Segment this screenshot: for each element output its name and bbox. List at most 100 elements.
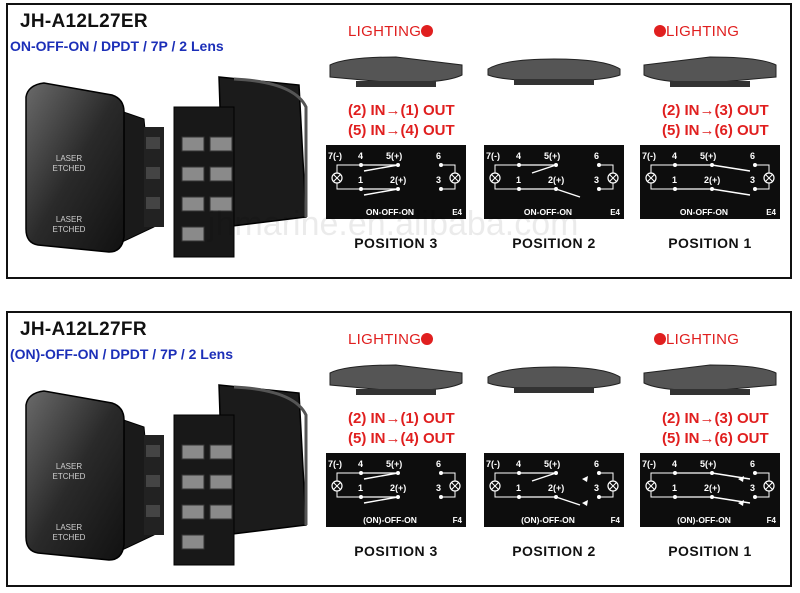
switch-mode-label: (ON)-OFF-ON <box>521 515 575 525</box>
rocker-profile-right <box>643 364 777 395</box>
terminal-label: 4 <box>358 459 363 469</box>
model-code-label: F4 <box>611 516 621 525</box>
rocker-profile-center <box>487 366 621 393</box>
momentary-arrow-icon <box>582 476 588 482</box>
red-dot-icon <box>421 25 434 37</box>
terminal-label: 1 <box>516 483 521 493</box>
terminal-label: 4 <box>358 151 363 161</box>
model-number: JH-A12L27ER <box>20 11 148 32</box>
terminal-label: 4 <box>672 459 677 469</box>
io-mapping-right: (2) IN→(3) OUT(5) IN→(6) OUT <box>662 410 769 447</box>
io-mapping-left: (2) IN→(1) OUT(5) IN→(4) OUT <box>348 410 455 447</box>
terminal-label: 2(+) <box>390 483 406 493</box>
position-label: POSITION 3 <box>354 235 438 251</box>
terminal-label: 6 <box>750 151 755 161</box>
terminal-label: 1 <box>358 483 363 493</box>
model-code-label: F4 <box>767 516 777 525</box>
lighting-label-right: LIGHTING <box>654 331 739 348</box>
terminal-label: 6 <box>436 459 441 469</box>
red-dot-icon <box>654 333 666 345</box>
terminal-label: 2(+) <box>390 175 406 185</box>
lighting-label-left: LIGHTING <box>348 331 434 348</box>
lighting-label-left: LIGHTING <box>348 23 434 40</box>
terminal-label: 3 <box>594 175 599 185</box>
io-mapping-left: (2) IN→(1) OUT(5) IN→(4) OUT <box>348 102 455 139</box>
switch-mode-label: ON-OFF-ON <box>524 207 572 217</box>
switch-mode-label: ON-OFF-ON <box>366 207 414 217</box>
terminal-label: 5(+) <box>386 151 402 161</box>
model-code-label: E4 <box>766 208 776 217</box>
terminal-label: 1 <box>516 175 521 185</box>
terminal-label: 2(+) <box>548 175 564 185</box>
momentary-arrow-icon <box>738 500 744 506</box>
terminal-label: 7(-) <box>642 459 656 469</box>
svg-text:LASER: LASER <box>56 154 82 163</box>
wiring-diagram: 7(-) 4 5(+) 6 1 2(+) 3 (ON)-OFF-ON F4 <box>326 453 466 527</box>
terminal-label: 3 <box>436 175 441 185</box>
terminal-label: 6 <box>436 151 441 161</box>
terminal-label: 3 <box>594 483 599 493</box>
terminal-label: 4 <box>516 151 521 161</box>
position-label: POSITION 3 <box>354 543 438 559</box>
terminal-label: 1 <box>358 175 363 185</box>
terminal-label: 5(+) <box>544 459 560 469</box>
svg-text:LASER: LASER <box>56 462 82 471</box>
terminal-label: 7(-) <box>328 151 342 161</box>
terminal-label: 6 <box>594 151 599 161</box>
position-label: POSITION 2 <box>512 235 596 251</box>
model-code-label: E4 <box>610 208 620 217</box>
terminal-label: 3 <box>436 483 441 493</box>
position-label: POSITION 2 <box>512 543 596 559</box>
terminal-label: 2(+) <box>704 483 720 493</box>
model-number: JH-A12L27FR <box>20 319 147 340</box>
rocker-switch-photo: LASER ETCHED LASER ETCHED <box>25 384 308 566</box>
switch-spec: (ON)-OFF-ON / DPDT / 7P / 2 Lens <box>10 346 233 362</box>
rocker-profile-left <box>329 56 463 87</box>
svg-text:LASER: LASER <box>56 215 82 224</box>
terminal-label: 1 <box>672 175 677 185</box>
svg-text:LASER: LASER <box>56 523 82 532</box>
product-panel-er: JH-A12L27ER ON-OFF-ON / DPDT / 7P / 2 Le… <box>6 3 792 279</box>
terminal-label: 7(-) <box>486 459 500 469</box>
wiring-diagram: 7(-) 4 5(+) 6 1 2(+) 3ON-OFF-ON E4 <box>484 145 624 219</box>
product-panel-fr: JH-A12L27FR (ON)-OFF-ON / DPDT / 7P / 2 … <box>6 311 792 587</box>
switch-spec: ON-OFF-ON / DPDT / 7P / 2 Lens <box>10 38 224 54</box>
momentary-arrow-icon <box>582 500 588 506</box>
momentary-arrow-icon <box>738 476 744 482</box>
terminal-label: 7(-) <box>486 151 500 161</box>
io-mapping-right: (2) IN→(3) OUT(5) IN→(6) OUT <box>662 102 769 139</box>
terminal-label: 6 <box>750 459 755 469</box>
terminal-label: 5(+) <box>386 459 402 469</box>
svg-text:ETCHED: ETCHED <box>53 164 86 173</box>
model-code-label: E4 <box>452 208 462 217</box>
terminal-label: 5(+) <box>544 151 560 161</box>
laser-etched-text: LASER ETCHED LASER ETCHED <box>53 154 86 234</box>
svg-text:ETCHED: ETCHED <box>53 472 86 481</box>
rocker-profile-left <box>329 364 463 395</box>
position-label: POSITION 1 <box>668 235 752 251</box>
switch-mode-label: ON-OFF-ON <box>680 207 728 217</box>
terminal-label: 5(+) <box>700 459 716 469</box>
terminal-label: 7(-) <box>642 151 656 161</box>
switch-mode-label: (ON)-OFF-ON <box>363 515 417 525</box>
terminal-label: 5(+) <box>700 151 716 161</box>
wiring-diagram: 7(-) 4 5(+) 6 1 2(+) 3ON-OFF-ON E4 <box>326 145 466 219</box>
terminal-label: 3 <box>750 483 755 493</box>
position-label: POSITION 1 <box>668 543 752 559</box>
svg-text:ETCHED: ETCHED <box>53 533 86 542</box>
terminal-label: 3 <box>750 175 755 185</box>
rocker-profile-center <box>487 58 621 85</box>
svg-text:ETCHED: ETCHED <box>53 225 86 234</box>
red-dot-icon <box>654 25 666 37</box>
lighting-label-right: LIGHTING <box>654 23 739 40</box>
model-code-label: F4 <box>453 516 463 525</box>
red-dot-icon <box>421 333 434 345</box>
terminal-label: 2(+) <box>704 175 720 185</box>
terminal-label: 7(-) <box>328 459 342 469</box>
terminal-label: 4 <box>516 459 521 469</box>
terminal-label: 6 <box>594 459 599 469</box>
terminal-label: 1 <box>672 483 677 493</box>
laser-etched-text: LASER ETCHED LASER ETCHED <box>53 462 86 542</box>
